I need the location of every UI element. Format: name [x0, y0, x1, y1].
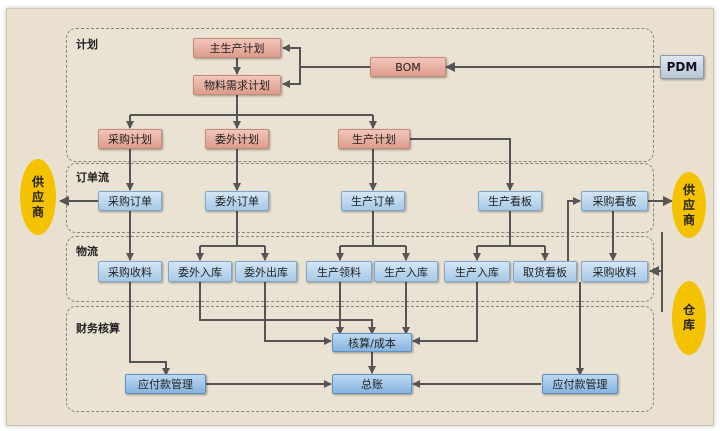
- region-finance-label: 财务核算: [76, 322, 120, 335]
- external-supplier-right: 供应商: [672, 172, 706, 238]
- external-warehouse-label: 仓库: [682, 303, 695, 332]
- node-purchase-kanban: 采购看板: [581, 191, 648, 211]
- region-order-flow-label: 订单流: [76, 171, 109, 184]
- node-production-pick: 生产领料: [306, 261, 372, 282]
- region-plan-label: 计划: [76, 38, 98, 51]
- node-purchase-order: 采购订单: [98, 191, 162, 211]
- external-warehouse: 仓库: [672, 281, 706, 355]
- node-outsource-plan: 委外计划: [205, 129, 269, 149]
- node-bom: BOM: [370, 57, 446, 77]
- diagram-frame: [6, 8, 714, 426]
- node-production-plan: 生产计划: [338, 129, 410, 149]
- node-production-in-2: 生产入库: [444, 261, 510, 282]
- node-cost-accounting: 核算/成本: [332, 333, 412, 352]
- external-supplier-left-label: 供应商: [31, 174, 44, 219]
- node-master-production-schedule: 主生产计划: [193, 38, 281, 58]
- node-pdm: PDM: [660, 55, 704, 79]
- region-finance: [66, 306, 654, 412]
- node-purchase-plan: 采购计划: [98, 129, 162, 149]
- node-production-in-1: 生产入库: [374, 261, 438, 282]
- external-supplier-left: 供应商: [20, 159, 56, 235]
- node-accounts-payable-left: 应付款管理: [125, 374, 206, 394]
- node-pickup-kanban: 取货看板: [513, 261, 577, 282]
- node-outsource-in: 委外入库: [168, 261, 232, 282]
- region-logistics-label: 物流: [76, 245, 98, 258]
- node-material-requirements-plan: 物料需求计划: [193, 75, 281, 95]
- external-supplier-right-label: 供应商: [682, 182, 695, 227]
- node-production-order: 生产订单: [341, 191, 405, 211]
- node-outsource-order: 委外订单: [205, 191, 269, 211]
- node-purchase-receive: 采购收料: [98, 261, 162, 282]
- node-accounts-payable-right: 应付款管理: [542, 374, 618, 394]
- node-general-ledger: 总账: [332, 374, 412, 394]
- node-outsource-out: 委外出库: [235, 261, 297, 282]
- node-production-kanban: 生产看板: [478, 191, 542, 211]
- node-purchase-receive-2: 采购收料: [581, 261, 648, 282]
